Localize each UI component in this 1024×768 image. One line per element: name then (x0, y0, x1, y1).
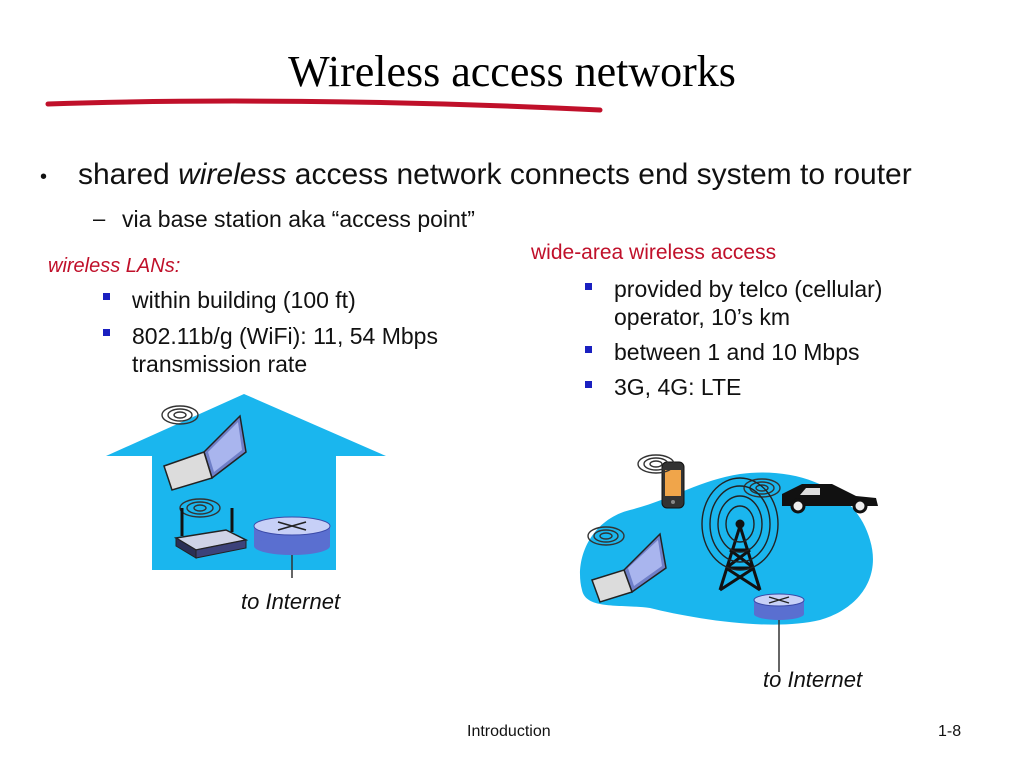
left-to-internet-caption: to Internet (241, 589, 341, 614)
wide-area-heading: wide-area wireless access (531, 241, 777, 264)
wifi-waves-icon (161, 405, 199, 425)
footer-page-number: 1-8 (938, 723, 962, 740)
router-icon (753, 593, 805, 620)
bullet-square (585, 283, 592, 290)
bullet-dot: • (40, 166, 48, 188)
bullet-square (585, 381, 592, 388)
access-point-icon (173, 508, 249, 559)
title-underline (45, 98, 603, 113)
wan-item-2: between 1 and 10 Mbps (614, 339, 860, 365)
wifi-waves-icon (587, 526, 625, 546)
cellphone-icon (661, 461, 685, 509)
laptop-icon (163, 414, 247, 491)
main-bullet: shared wireless access network connects … (78, 158, 912, 191)
wlan-item-2-cont: transmission rate (132, 351, 308, 377)
wan-item-3: 3G, 4G: LTE (614, 374, 742, 400)
router-icon (253, 516, 331, 555)
wifi-waves-icon (637, 454, 675, 474)
footer-section-label: Introduction (467, 723, 551, 740)
car-icon (782, 484, 878, 514)
laptop-icon (591, 532, 667, 603)
wlan-item-2: 802.11b/g (WiFi): 11, 54 Mbps (132, 323, 438, 349)
bullet-square (103, 293, 110, 300)
wireless-lans-heading: wireless LANs: (48, 255, 181, 277)
wlan-diagram (106, 394, 386, 578)
sub-bullet: via base station aka “access point” (122, 206, 475, 232)
wan-item-1: provided by telco (cellular) (614, 276, 883, 302)
cell-tower-icon (718, 519, 762, 592)
sub-bullet-dash: – (93, 206, 106, 231)
wifi-waves-icon (179, 498, 221, 518)
bullet-square (103, 329, 110, 336)
wan-item-1-cont: operator, 10’s km (614, 304, 791, 330)
wlan-item-1: within building (100 ft) (132, 287, 356, 313)
right-to-internet-caption: to Internet (763, 667, 863, 692)
cellular-diagram (580, 454, 878, 672)
main-bullet-emphasis: wireless (178, 158, 287, 191)
radio-waves-icon (701, 477, 779, 571)
slide-title: Wireless access networks (288, 47, 736, 96)
bullet-square (585, 346, 592, 353)
